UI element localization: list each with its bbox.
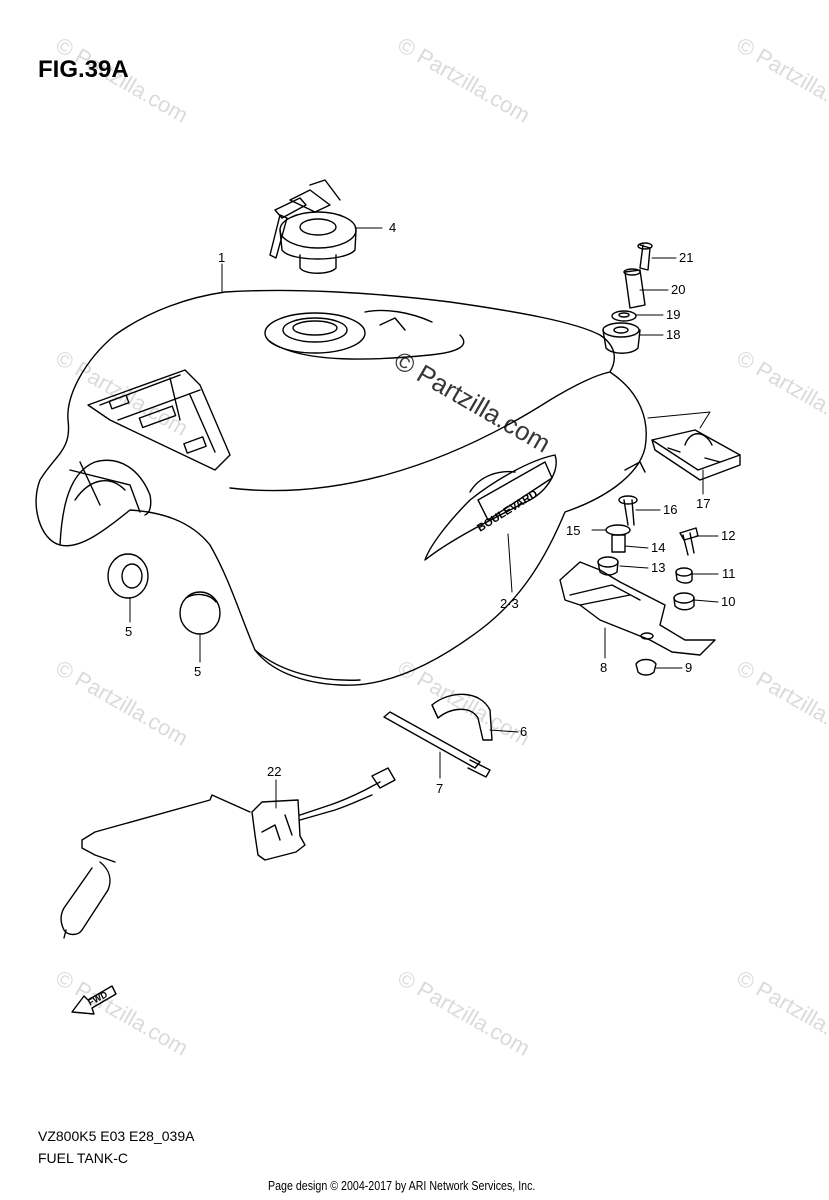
callout-1: 1 xyxy=(218,250,225,265)
callout-10: 10 xyxy=(721,594,735,609)
callout-12: 12 xyxy=(721,528,735,543)
callout-20: 20 xyxy=(671,282,685,297)
callout-6: 6 xyxy=(520,724,527,739)
callout-22: 22 xyxy=(267,764,281,779)
callout-8: 8 xyxy=(600,660,607,675)
callout-5a: 5 xyxy=(125,624,132,639)
callout-13: 13 xyxy=(651,560,665,575)
callout-5b: 5 xyxy=(194,664,201,679)
fuel-level-gauge-illustration xyxy=(60,767,396,939)
callout-17: 17 xyxy=(696,496,710,511)
page-credit: Page design © 2004-2017 by ARI Network S… xyxy=(268,1178,536,1193)
callout-15: 15 xyxy=(566,523,580,538)
fuel-tank-illustration xyxy=(35,289,647,686)
callout-19: 19 xyxy=(666,307,680,322)
cushion-illustration xyxy=(431,693,493,741)
callout-18: 18 xyxy=(666,327,680,342)
callout-21: 21 xyxy=(679,250,693,265)
bracket-illustration xyxy=(559,495,716,676)
callout-14: 14 xyxy=(651,540,665,555)
callout-9: 9 xyxy=(685,660,692,675)
callout-4: 4 xyxy=(389,220,396,235)
callout-16: 16 xyxy=(663,502,677,517)
rear-mount-illustration xyxy=(651,429,741,481)
model-code: VZ800K5 E03 E28_039A xyxy=(38,1128,195,1144)
mount-stack-illustration xyxy=(602,242,653,354)
callout-2-3: 2·3 xyxy=(500,596,519,611)
forward-arrow-icon xyxy=(71,985,117,1015)
callout-11: 11 xyxy=(722,566,736,581)
callout-7: 7 xyxy=(436,781,443,796)
tank-badge-text: BOULEVARD xyxy=(475,488,540,535)
figure-title: FIG.39A xyxy=(38,56,129,83)
cable-tie-illustration xyxy=(383,711,491,778)
fuel-cap-illustration xyxy=(269,179,357,274)
damper-illustration xyxy=(107,553,221,635)
callout-labels: 1 2·3 4 5 5 6 7 8 9 10 11 12 13 14 15 16… xyxy=(125,220,736,796)
leader-lines xyxy=(129,227,719,809)
section-name: FUEL TANK-C xyxy=(38,1150,128,1166)
